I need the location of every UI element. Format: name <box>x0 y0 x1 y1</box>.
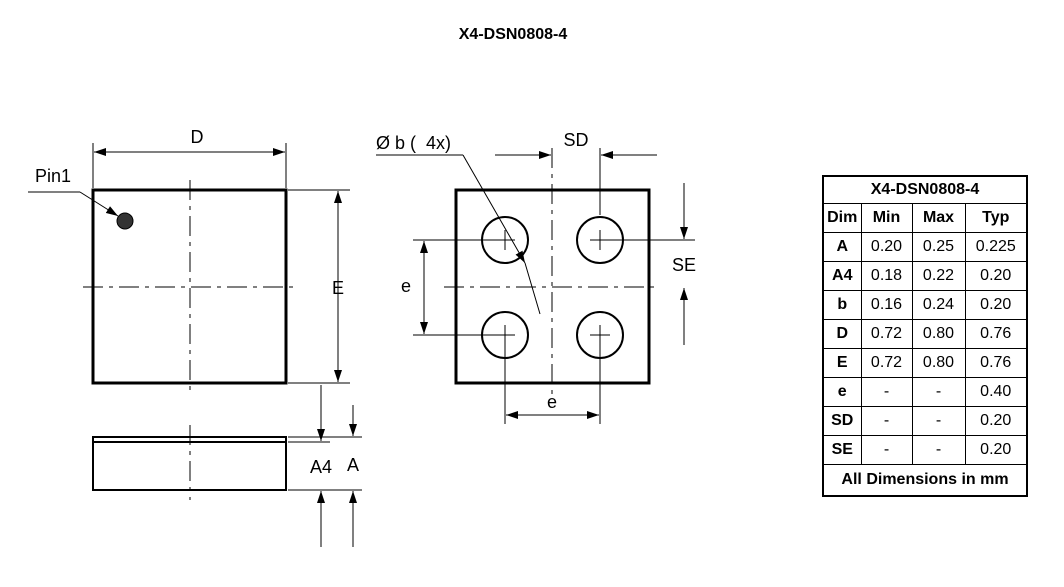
pin1-leader-arrow <box>79 191 119 217</box>
table-cell-max: 0.24 <box>911 290 966 320</box>
table-cell-min: - <box>860 377 913 407</box>
table-row: b 0.16 0.24 0.20 <box>822 290 1028 320</box>
diameter-label: Ø b ( 4x) <box>376 133 451 153</box>
table-cell-typ: 0.225 <box>964 232 1028 262</box>
table-cell-max: 0.80 <box>911 348 966 378</box>
table-row: D 0.72 0.80 0.76 <box>822 319 1028 349</box>
a4-label: A4 <box>310 457 332 477</box>
a-label: A <box>347 455 359 475</box>
table-cell-min: 0.72 <box>860 319 913 349</box>
table-cell-max: 0.25 <box>911 232 966 262</box>
diameter-leader-2 <box>462 154 526 264</box>
diameter-leader-3 <box>524 262 541 315</box>
table-header-max: Max <box>911 203 966 233</box>
table-cell-min: - <box>860 435 913 465</box>
table-cell-min: 0.20 <box>860 232 913 262</box>
pin1-label: Pin1 <box>35 166 71 186</box>
table-caption: X4-DSN0808-4 <box>822 175 1028 204</box>
table-cell-typ: 0.76 <box>964 348 1028 378</box>
table-cell-dim: SD <box>822 406 862 436</box>
table-cell-max: - <box>911 377 966 407</box>
table-header-row: Dim Min Max Typ <box>822 203 1028 233</box>
table-cell-max: - <box>911 406 966 436</box>
table-cell-typ: 0.76 <box>964 319 1028 349</box>
table-cell-dim: A4 <box>822 261 862 291</box>
table-row: e - - 0.40 <box>822 377 1028 407</box>
table-cell-dim: A <box>822 232 862 262</box>
table-cell-min: - <box>860 406 913 436</box>
table-row: A4 0.18 0.22 0.20 <box>822 261 1028 291</box>
table-footer: All Dimensions in mm <box>822 464 1028 497</box>
dimension-table: X4-DSN0808-4 Dim Min Max Typ A 0.20 0.25… <box>822 175 1028 497</box>
table-cell-max: 0.80 <box>911 319 966 349</box>
e-pitch-left-label: e <box>401 276 411 296</box>
table-cell-dim: SE <box>822 435 862 465</box>
table-cell-dim: E <box>822 348 862 378</box>
sd-label: SD <box>563 130 588 150</box>
table-cell-min: 0.16 <box>860 290 913 320</box>
table-cell-typ: 0.20 <box>964 435 1028 465</box>
table-row: E 0.72 0.80 0.76 <box>822 348 1028 378</box>
side-view: A4 A <box>92 385 362 547</box>
table-cell-max: - <box>911 435 966 465</box>
table-cell-typ: 0.20 <box>964 406 1028 436</box>
table-cell-min: 0.18 <box>860 261 913 291</box>
table-row: SE - - 0.20 <box>822 435 1028 465</box>
e-dim-label: E <box>332 278 344 298</box>
table-row: SD - - 0.20 <box>822 406 1028 436</box>
table-cell-min: 0.72 <box>860 348 913 378</box>
table-cell-dim: D <box>822 319 862 349</box>
se-label: SE <box>672 255 696 275</box>
table-header-min: Min <box>860 203 913 233</box>
d-label: D <box>191 127 204 147</box>
table-cell-dim: e <box>822 377 862 407</box>
pin1-marker <box>116 212 134 230</box>
table-cell-typ: 0.20 <box>964 261 1028 291</box>
table-cell-typ: 0.40 <box>964 377 1028 407</box>
table-header-typ: Typ <box>964 203 1028 233</box>
table-cell-max: 0.22 <box>911 261 966 291</box>
table-cell-typ: 0.20 <box>964 290 1028 320</box>
top-view: Pin1 D E <box>28 127 350 393</box>
e-pitch-bottom-label: e <box>547 392 557 412</box>
bottom-view: Ø b ( 4x) SD SE e e <box>376 130 696 424</box>
table-header-dim: Dim <box>822 203 862 233</box>
drawing-title: X4-DSN0808-4 <box>459 26 568 43</box>
table-cell-dim: b <box>822 290 862 320</box>
table-row: A 0.20 0.25 0.225 <box>822 232 1028 262</box>
